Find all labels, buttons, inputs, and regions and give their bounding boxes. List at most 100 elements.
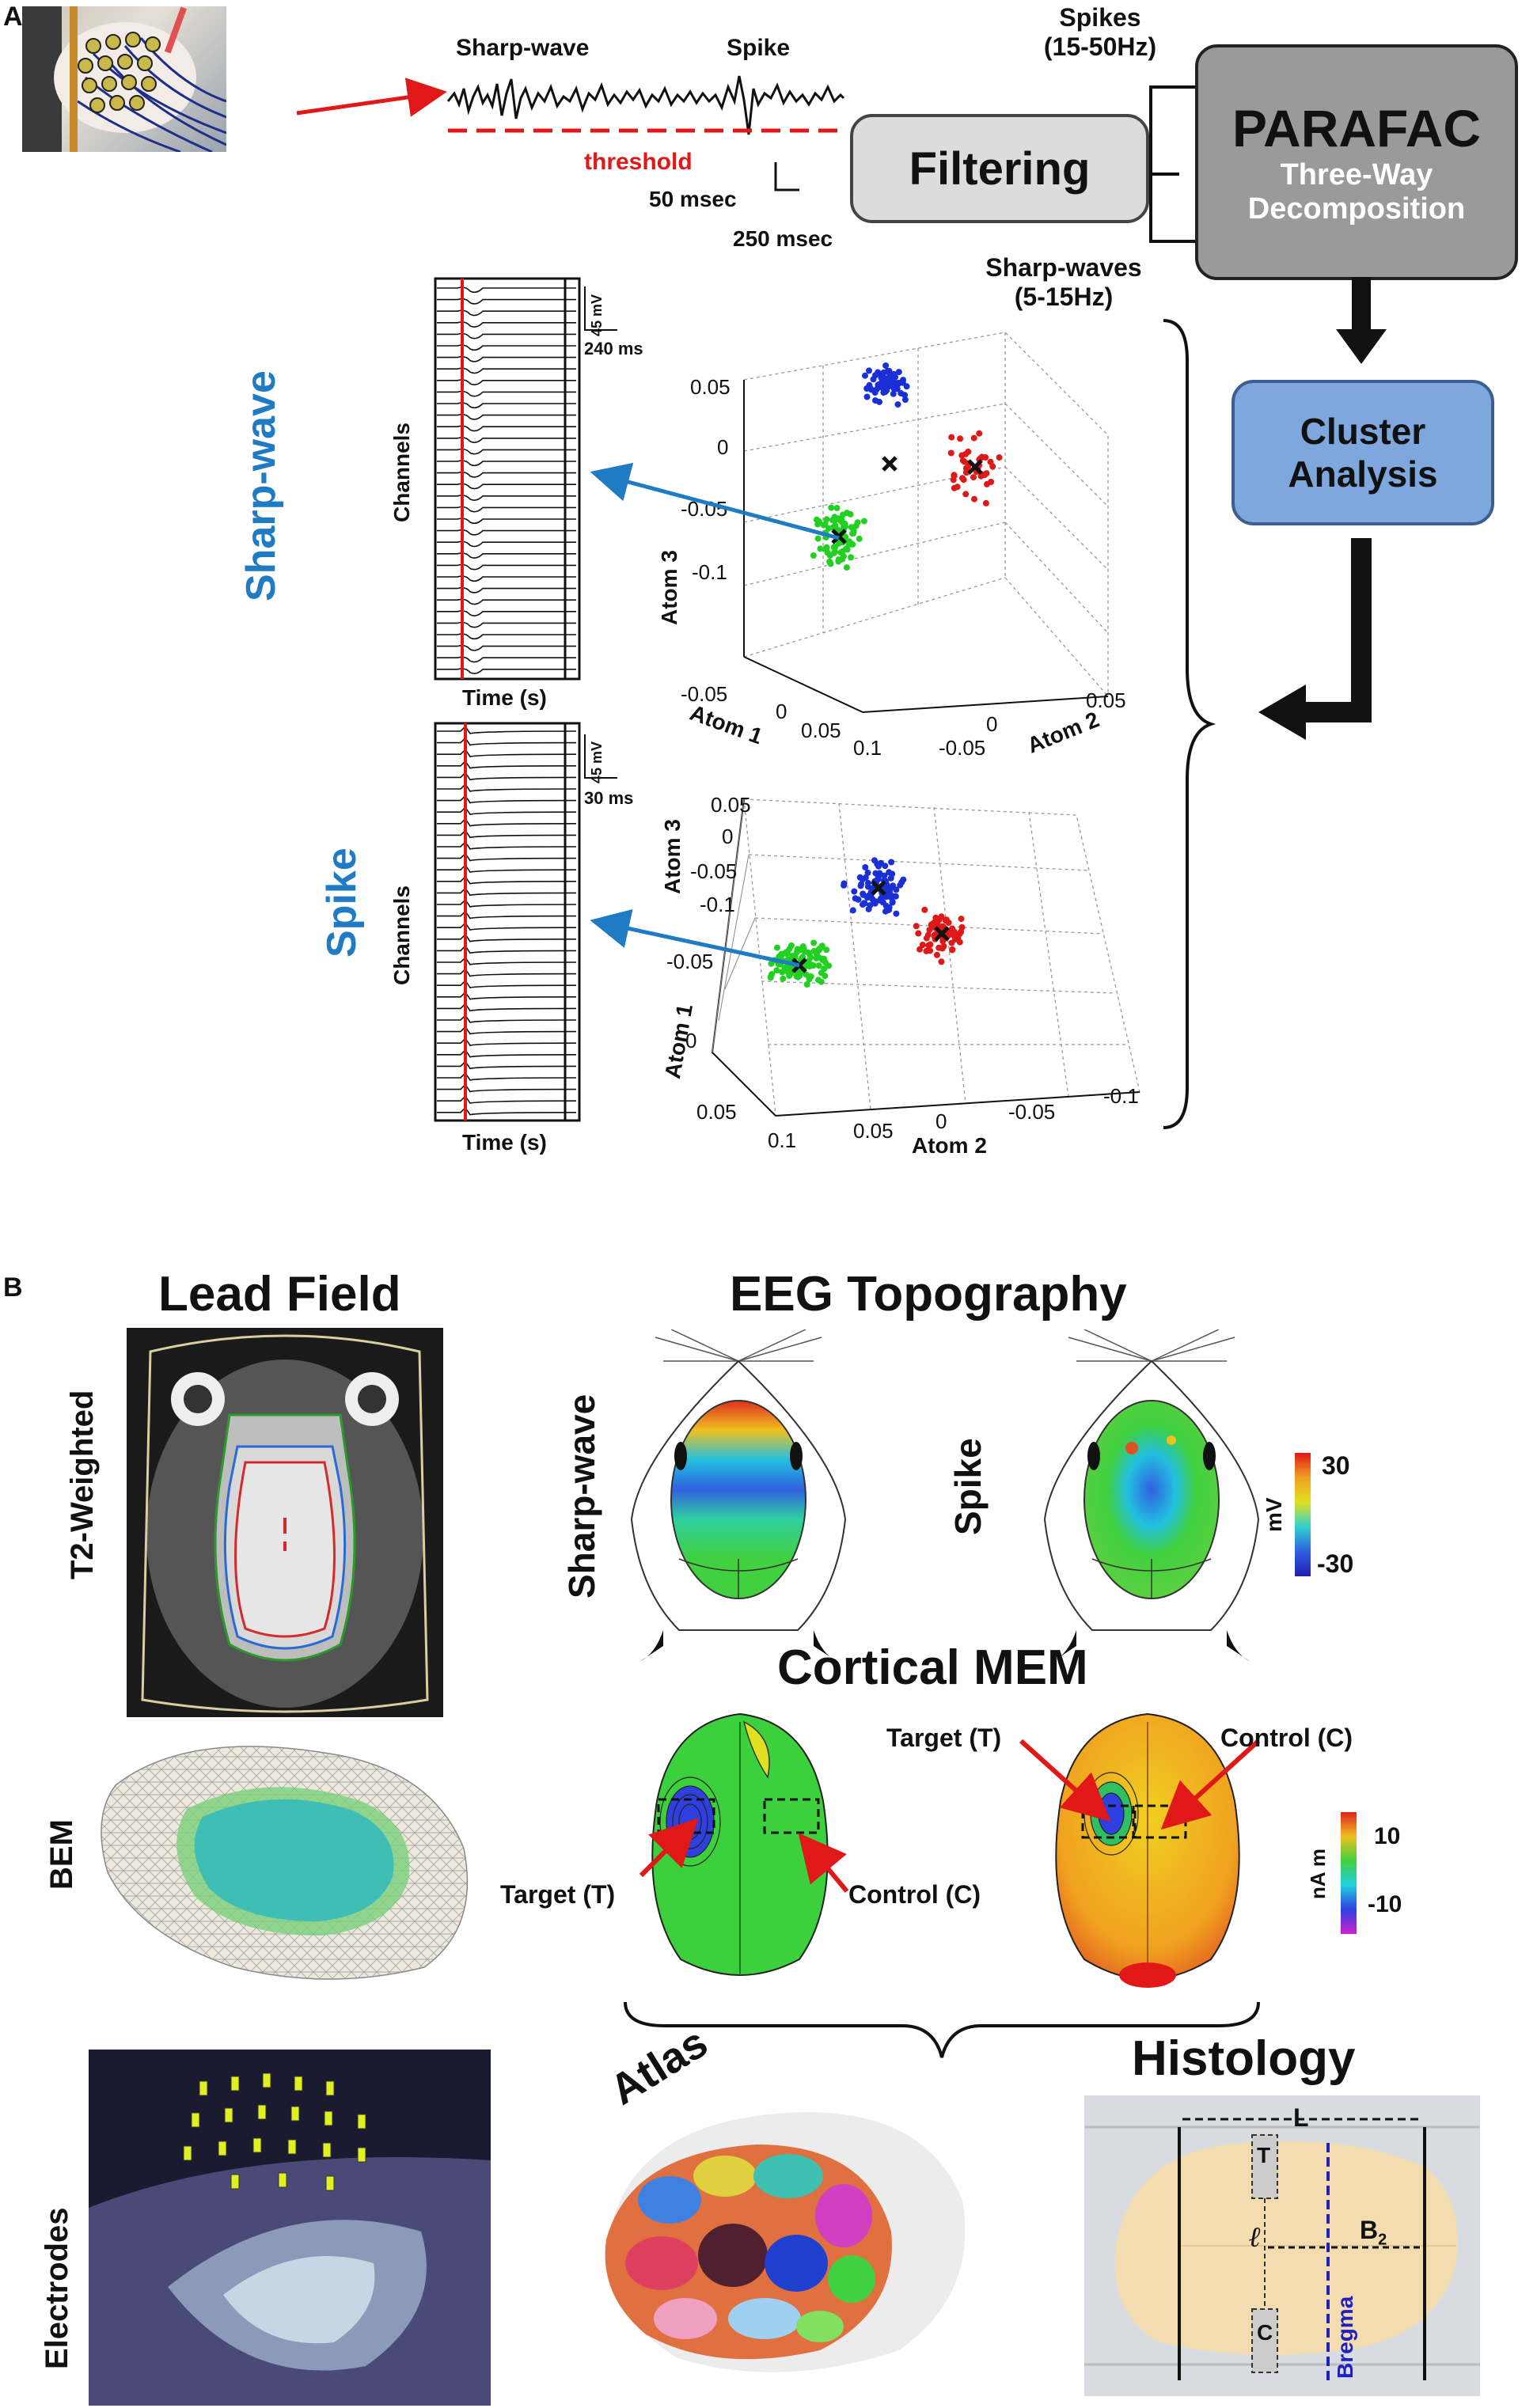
channel-trace — [437, 563, 576, 571]
blue-cluster-point — [880, 369, 887, 376]
channel-trace — [437, 921, 577, 931]
blue-cluster-point — [886, 906, 893, 913]
channel-trace — [437, 390, 576, 397]
blue-cluster-point — [870, 376, 877, 383]
green-cluster-point — [783, 965, 790, 972]
channel-trace — [437, 806, 577, 816]
blue-cluster-point — [875, 876, 882, 883]
sp-y-tick-4: -0.1 — [1103, 1084, 1139, 1108]
red-cluster-point — [982, 499, 989, 506]
green-cluster-point — [830, 544, 837, 551]
red-cluster-point — [926, 927, 933, 934]
channel-trace — [437, 725, 577, 734]
channel-trace — [437, 1094, 577, 1105]
red-cluster-point — [927, 947, 934, 954]
eeg-spike-label: Spike — [947, 1438, 989, 1535]
cluster-analysis-box: Cluster Analysis — [1231, 380, 1494, 525]
channel-trace — [437, 1037, 577, 1047]
green-cluster-point — [821, 955, 827, 962]
cortical-mem-arrows — [639, 1739, 1261, 1893]
channel-trace — [437, 956, 577, 965]
left-control-arrow — [798, 1833, 849, 1893]
red-cluster-point — [970, 434, 977, 442]
channel-trace — [437, 495, 576, 501]
sp-z-tick-2: -0.05 — [690, 859, 738, 883]
green-cluster-point — [837, 518, 844, 525]
blue-cluster-point — [876, 398, 882, 405]
sw-y-tick-1: 0 — [986, 712, 998, 736]
sw-x-tick-3: 0.1 — [853, 736, 882, 760]
red-cluster-point — [987, 458, 994, 465]
histology-T: T — [1257, 2143, 1271, 2167]
spikes-band-label: Spikes (15-50Hz) — [1013, 3, 1187, 62]
bem-label: BEM — [44, 1819, 79, 1890]
rat-photo-drawing — [22, 6, 226, 152]
channel-trace — [437, 633, 576, 640]
red-cluster-point — [957, 435, 964, 442]
colorbar-mv — [1295, 1453, 1311, 1576]
green-cluster-point — [848, 554, 855, 561]
red-cluster-point — [919, 942, 926, 948]
channel-trace — [437, 829, 577, 839]
spike-signal-label: Spike — [727, 35, 791, 61]
eeg-spike-head — [1043, 1329, 1260, 1662]
sw-z-tick-1: 0 — [717, 435, 729, 459]
blue-cluster-point — [890, 377, 897, 385]
red-cluster-point — [996, 454, 1003, 461]
blue-cluster-point — [901, 392, 909, 399]
red-cluster-point — [951, 928, 958, 935]
red-cluster-point — [948, 434, 955, 441]
sw-z-tick-3: -0.1 — [692, 560, 727, 584]
green-cluster-point — [768, 971, 776, 977]
channel-trace — [437, 979, 577, 989]
histology-title: Histology — [1132, 2031, 1356, 2086]
blue-cluster-point — [888, 859, 895, 866]
cluster-line2: Analysis — [1288, 453, 1438, 495]
parafac-to-cluster-arrow — [1336, 277, 1387, 364]
sp-x-tick-2: 0.05 — [696, 1100, 737, 1124]
channel-trace — [437, 910, 577, 920]
green-cluster-point — [842, 533, 849, 540]
green-cluster-point — [847, 510, 854, 518]
histology-C: C — [1257, 2320, 1273, 2345]
blue-cluster-point — [890, 390, 897, 397]
channel-trace — [437, 552, 576, 559]
green-cluster-point — [823, 544, 830, 552]
channel-trace — [437, 863, 577, 874]
panel-a-top-connectors — [296, 71, 1258, 257]
blue-cluster-point — [883, 886, 890, 893]
spikes-band-line1: Spikes — [1059, 3, 1141, 32]
red-cluster-point — [921, 906, 928, 913]
channel-trace — [437, 460, 576, 467]
red-cluster-point — [958, 923, 966, 931]
channel-trace — [437, 506, 576, 513]
channel-trace — [437, 760, 577, 769]
green-cluster-point — [776, 953, 783, 960]
sharpwave-time-label: Time (s) — [462, 685, 547, 710]
green-cluster-point — [784, 950, 791, 958]
channel-trace — [437, 840, 577, 850]
sharpwave-cluster-arrow — [590, 462, 840, 540]
parafac-line2: Decomposition — [1247, 192, 1466, 226]
channel-trace — [437, 772, 577, 781]
green-cluster-point — [826, 552, 833, 559]
green-cluster-point — [836, 540, 842, 547]
blue-cluster-point — [900, 377, 906, 384]
panel-a-right-brace — [1163, 319, 1216, 1129]
sp-z-tick-1: 0 — [722, 825, 734, 848]
blue-cluster-point — [871, 857, 878, 864]
channel-trace — [437, 575, 576, 582]
channel-trace — [437, 1049, 577, 1058]
green-cluster-point — [818, 942, 825, 950]
blue-cluster-point — [849, 907, 856, 914]
green-cluster-point — [807, 973, 814, 980]
spike-scale-ms: 30 ms — [584, 788, 634, 808]
green-cluster-point — [774, 944, 780, 951]
green-cluster-point — [793, 949, 800, 956]
blue-cluster-point — [886, 869, 893, 876]
blue-cluster-point — [900, 876, 907, 883]
red-cluster-point — [971, 495, 977, 502]
blue-cluster-point — [860, 890, 867, 897]
channel-trace — [437, 1026, 577, 1035]
channel-trace — [437, 309, 576, 317]
